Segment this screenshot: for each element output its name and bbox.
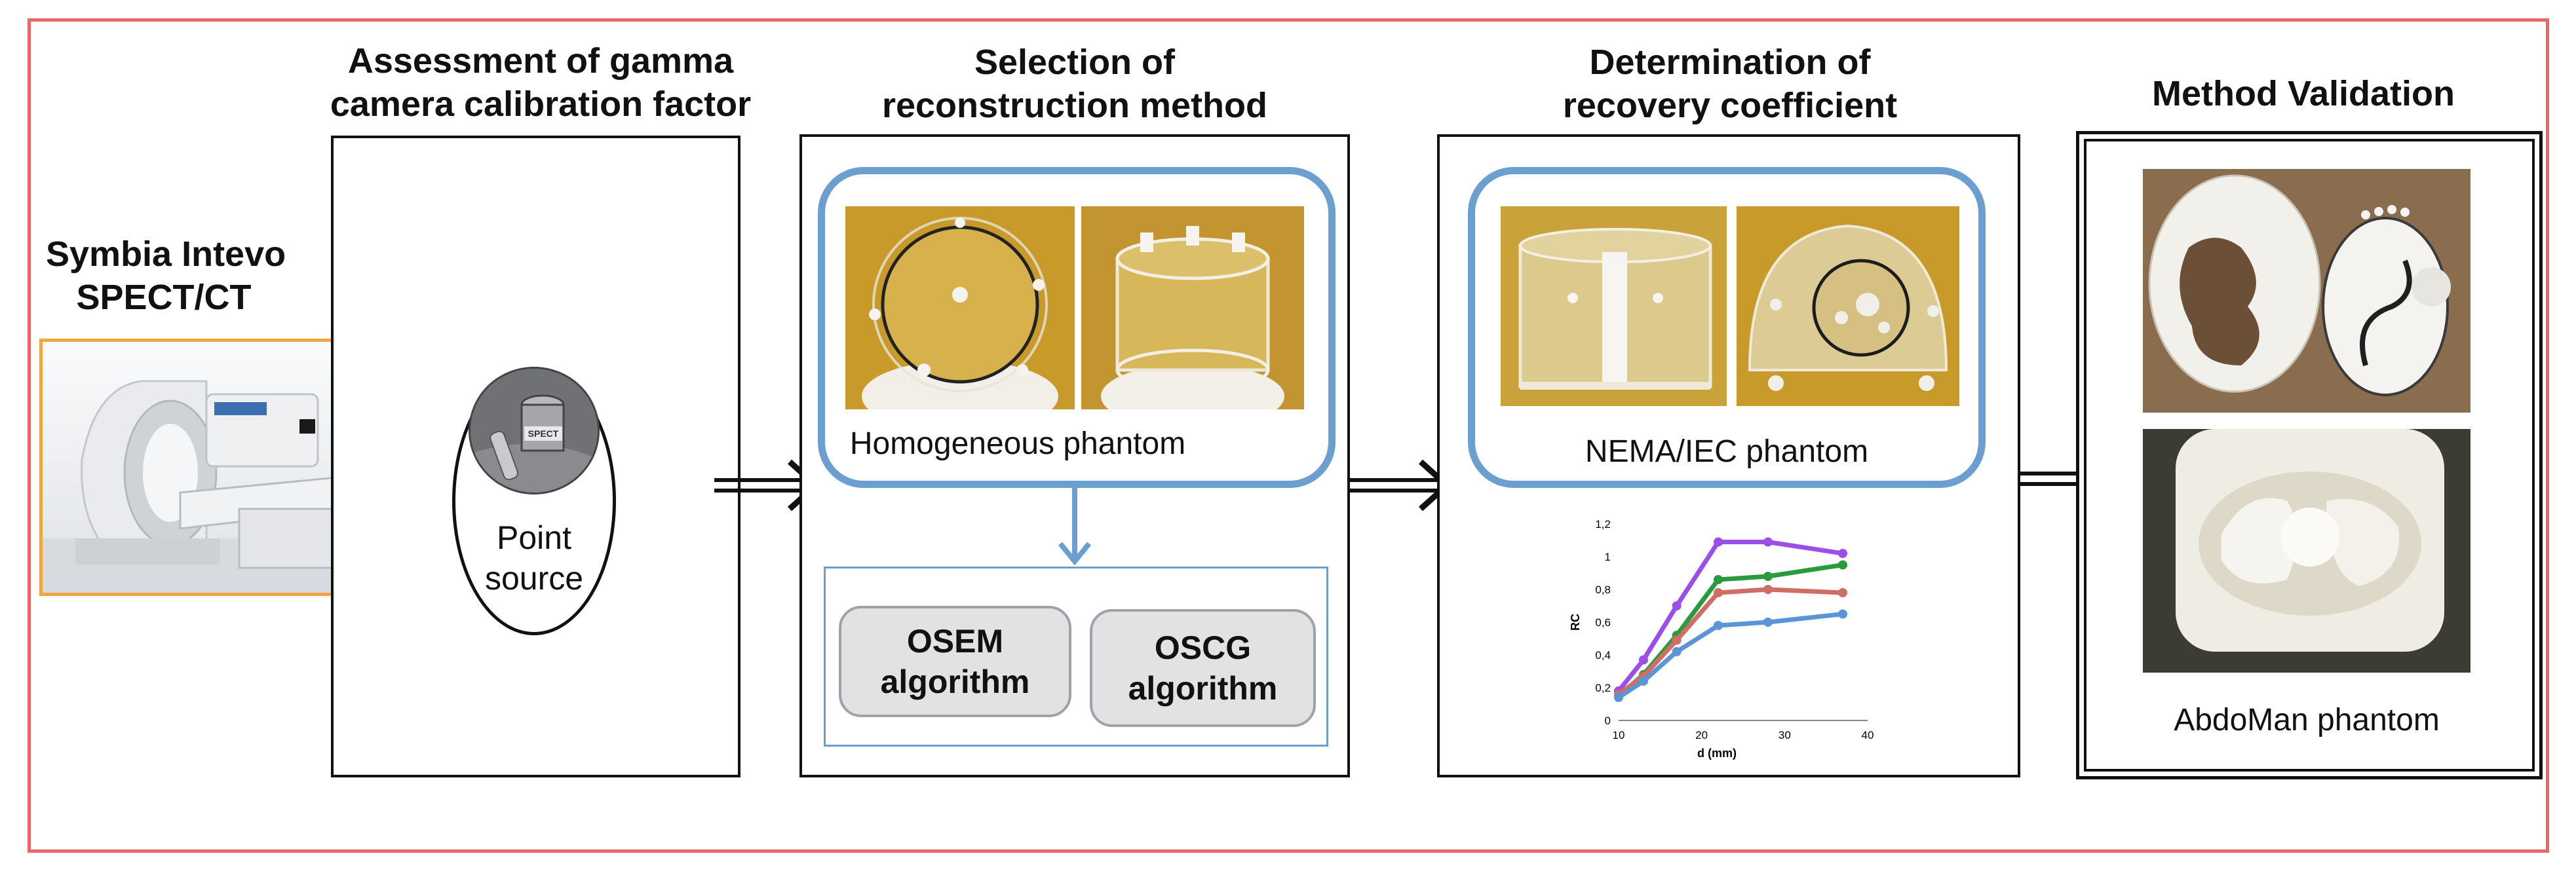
series-point — [1639, 655, 1648, 665]
oscg-label-line2: algorithm — [1128, 670, 1278, 707]
nema-phantom-photo-top — [1737, 206, 1959, 406]
abdoman-phantom-caption: AbdoMan phantom — [2174, 703, 2440, 737]
series-point — [1672, 635, 1682, 645]
point-source-label-line1: Point — [497, 519, 571, 556]
stage2-title: Selection of reconstruction method — [799, 41, 1350, 127]
y-tick-label: 0,6 — [1595, 616, 1611, 629]
y-tick-label: 0,2 — [1595, 682, 1611, 694]
scanner-photo — [39, 339, 360, 596]
recovery-coefficient-chart: 0 0,2 0,4 0,6 0,8 1 1,2 10 20 30 40 d (mm) RC — [1569, 518, 1874, 760]
scanner-title-line1: Symbia Intevo — [46, 234, 286, 274]
y-tick-label: 0 — [1605, 715, 1611, 727]
double-arrow-right-icon — [1347, 459, 1451, 512]
vial-label: SPECT — [528, 428, 559, 439]
stage3-title-line1: Determination of — [1589, 43, 1871, 82]
series-line — [1617, 540, 1843, 693]
outer-frame — [28, 18, 2549, 853]
phantom-image-top — [845, 206, 1075, 409]
series-point — [1838, 588, 1847, 597]
vial-image: SPECT — [471, 369, 598, 493]
nema-phantom-caption: NEMA/IEC phantom — [1585, 434, 1869, 469]
stage3-title: Determination of recovery coefficient — [1429, 41, 2031, 127]
x-tick-label: 10 — [1613, 729, 1625, 741]
series-point — [1639, 677, 1648, 686]
arrow-down-icon — [1058, 486, 1092, 566]
nema-image-top — [1737, 206, 1959, 406]
stage1-title-line2: camera calibration factor — [330, 84, 752, 124]
y-tick-label: 0,8 — [1595, 584, 1611, 596]
homogeneous-phantom-caption: Homogeneous phantom — [849, 426, 1186, 461]
osem-label-line2: algorithm — [880, 663, 1030, 700]
stage1-title-line1: Assessment of gamma — [347, 41, 734, 81]
abdoman-image-closed — [2143, 429, 2470, 673]
stage4-title: Method Validation — [2151, 74, 2455, 113]
oscg-label-line1: OSCG — [1154, 629, 1252, 666]
series-point — [1838, 609, 1847, 619]
scanner-title-line2: SPECT/CT — [76, 278, 252, 317]
series-point — [1614, 693, 1623, 702]
abdoman-photo-closed — [2143, 429, 2470, 673]
series-point — [1672, 601, 1682, 610]
stage2-title-line2: reconstruction method — [881, 86, 1268, 125]
y-axis-label: RC — [1569, 614, 1582, 631]
point-source-label-line2: source — [484, 560, 584, 597]
nema-image-side — [1501, 206, 1727, 406]
oscg-algorithm-box: OSCG algorithm — [1090, 609, 1316, 727]
series-point — [1763, 585, 1773, 594]
stage3-title-line2: recovery coefficient — [1562, 86, 1898, 125]
x-axis-label: d (mm) — [1697, 747, 1737, 760]
x-tick-label: 30 — [1778, 729, 1791, 741]
stage2-title-line1: Selection of — [974, 43, 1176, 82]
y-tick-label: 1 — [1605, 551, 1611, 563]
series-point — [1763, 572, 1773, 581]
homogeneous-phantom-photo-side — [1081, 206, 1304, 409]
osem-algorithm-box: OSEM algorithm — [839, 606, 1071, 717]
algorithm-panel — [824, 567, 1328, 747]
series-point — [1714, 588, 1723, 597]
series-line — [1617, 612, 1843, 699]
osem-label-line1: OSEM — [906, 623, 1004, 660]
series-point — [1714, 621, 1723, 630]
nema-phantom-photo-side — [1501, 206, 1727, 406]
series-point — [1763, 537, 1773, 547]
x-tick-label: 20 — [1695, 729, 1708, 741]
abdoman-photo-open — [2143, 169, 2470, 413]
series-point — [1672, 647, 1682, 656]
point-source-photo: SPECT — [469, 367, 600, 494]
series-point — [1838, 560, 1847, 570]
series-point — [1714, 537, 1723, 547]
series-point — [1714, 575, 1723, 584]
point-source-label: Point source — [459, 517, 609, 599]
homogeneous-phantom-photo-top — [845, 206, 1075, 409]
phantom-image-side — [1081, 206, 1304, 409]
abdoman-image-open — [2143, 169, 2470, 413]
scanner-image — [43, 342, 357, 593]
y-tick-label: 0,4 — [1595, 649, 1611, 661]
y-tick-label: 1,2 — [1595, 518, 1611, 531]
scanner-title: Symbia Intevo SPECT/CT — [46, 233, 286, 319]
series-point — [1763, 618, 1773, 627]
series-point — [1838, 549, 1847, 558]
stage1-title: Assessment of gamma camera calibration f… — [328, 39, 754, 126]
x-tick-label: 40 — [1862, 729, 1874, 741]
